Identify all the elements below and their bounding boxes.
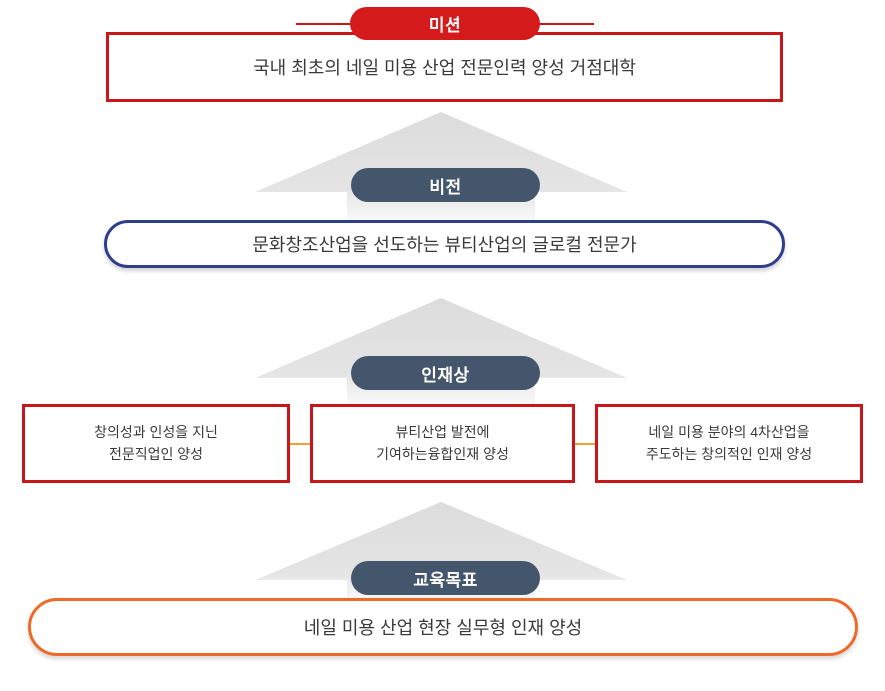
talent-connector-2-3 [574, 443, 596, 445]
talent-badge: 인재상 [351, 356, 540, 390]
mission-badge-left-stub [296, 23, 356, 25]
talent-box-1: 창의성과 인성을 지닌 전문직업인 양성 [22, 404, 290, 483]
arrow-up-vision-to-mission [255, 112, 627, 222]
mission-badge-label: 미션 [428, 16, 462, 35]
goal-badge: 교육목표 [351, 561, 540, 595]
goal-box: 네일 미용 산업 현장 실무형 인재 양성 [28, 598, 858, 656]
talent-box-2: 뷰티산업 발전에 기여하는융합인재 양성 [310, 404, 575, 483]
talent-box-1-text: 창의성과 인성을 지닌 전문직업인 양성 [94, 423, 218, 462]
mission-badge: 미션 [350, 7, 540, 40]
vision-box: 문화창조산업을 선도하는 뷰티산업의 글로컬 전문가 [104, 220, 785, 268]
mission-badge-right-stub [534, 23, 594, 25]
talent-box-3-text: 네일 미용 분야의 4차산업을 주도하는 창의적인 인재 양성 [645, 423, 813, 462]
vision-badge-label: 비전 [429, 177, 462, 197]
talent-connector-1-2 [289, 443, 311, 445]
goal-badge-label: 교육목표 [413, 570, 478, 590]
vision-text: 문화창조산업을 선도하는 뷰티산업의 글로컬 전문가 [252, 235, 637, 255]
goal-text: 네일 미용 산업 현장 실무형 인재 양성 [303, 618, 583, 638]
mission-text: 국내 최초의 네일 미용 산업 전문인력 양성 거점대학 [253, 58, 636, 78]
vision-badge: 비전 [351, 168, 540, 202]
mission-box: 국내 최초의 네일 미용 산업 전문인력 양성 거점대학 [106, 32, 783, 102]
talent-box-2-text: 뷰티산업 발전에 기여하는융합인재 양성 [376, 423, 509, 462]
talent-box-3: 네일 미용 분야의 4차산업을 주도하는 창의적인 인재 양성 [595, 404, 863, 483]
talent-badge-label: 인재상 [421, 365, 470, 385]
